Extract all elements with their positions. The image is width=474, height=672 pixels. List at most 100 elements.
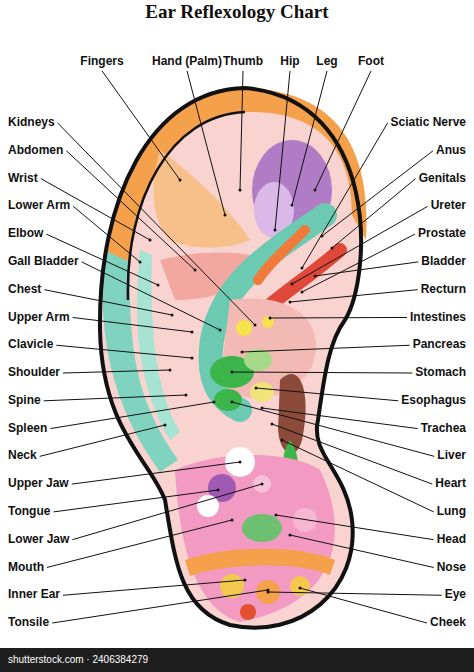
leader-dot — [179, 179, 182, 182]
leader-line — [282, 440, 434, 512]
leader-line — [242, 345, 410, 352]
part-label: Clavicle — [8, 338, 53, 352]
leader-line — [56, 345, 192, 358]
part-label: Anus — [436, 144, 466, 158]
part-label: Wrist — [8, 172, 38, 186]
part-label: Spleen — [8, 422, 47, 436]
part-label: Ureter — [431, 199, 466, 213]
leader-dot — [261, 407, 264, 410]
leader-line — [315, 262, 418, 276]
leader-line — [63, 370, 170, 373]
part-label: Eye — [445, 588, 466, 602]
leader-dot — [269, 317, 272, 320]
leader-line — [44, 395, 186, 401]
part-label: Pancreas — [413, 338, 466, 352]
leader-dot — [291, 204, 294, 207]
chart-title: Ear Reflexology Chart — [0, 1, 474, 23]
part-label: Hand (Palm) — [152, 55, 222, 69]
part-label: Cheek — [430, 616, 466, 630]
leader-dot — [164, 424, 167, 427]
leader-dot — [219, 329, 222, 332]
leader-dot — [275, 514, 278, 517]
leader-dot — [231, 371, 234, 374]
leader-line — [302, 234, 415, 292]
part-label: Upper Jaw — [8, 477, 69, 491]
part-label: Mouth — [8, 561, 44, 575]
leader-line — [292, 71, 327, 205]
part-label: Nose — [437, 561, 466, 575]
leader-line — [73, 317, 192, 332]
leader-dot — [314, 189, 317, 192]
leader-dot — [194, 269, 197, 272]
leader-line — [102, 71, 180, 180]
leader-line — [40, 425, 165, 456]
part-label: Lower Arm — [8, 199, 70, 213]
part-label: Lower Jaw — [8, 533, 69, 547]
leader-line — [53, 490, 218, 512]
leader-dot — [299, 587, 302, 590]
part-label: Hip — [280, 55, 299, 69]
leader-dot — [213, 401, 216, 404]
leader-dot — [291, 283, 294, 286]
leader-dot — [289, 301, 292, 304]
leader-dot — [267, 591, 270, 594]
leader-dot — [241, 351, 244, 354]
part-label: Leg — [316, 55, 337, 69]
part-label: Tongue — [8, 505, 50, 519]
part-label: Neck — [8, 449, 37, 463]
leader-line — [82, 262, 220, 330]
leader-line — [232, 402, 434, 456]
part-label: Kidneys — [8, 116, 55, 130]
watermark: shutterstock.com · 2406384279 — [8, 654, 148, 666]
leader-dot — [301, 267, 304, 270]
leader-dot — [231, 401, 234, 404]
part-label: Elbow — [8, 227, 43, 241]
leader-line — [72, 484, 262, 540]
part-label: Recturn — [421, 283, 466, 297]
leader-dot — [231, 519, 234, 522]
part-label: Inner Ear — [8, 588, 60, 602]
ear — [100, 88, 367, 628]
part-label: Stomach — [415, 366, 466, 380]
leader-dot — [185, 394, 188, 397]
part-label: Abdomen — [8, 144, 63, 158]
leader-dot — [271, 423, 274, 426]
leader-line — [72, 462, 240, 484]
leader-line — [73, 206, 140, 262]
leader-line — [290, 535, 434, 567]
part-label: Genitals — [419, 172, 466, 186]
part-label: Spine — [8, 394, 41, 408]
leader-dot — [239, 189, 242, 192]
part-label: Intestines — [410, 311, 466, 325]
leader-dot — [139, 261, 142, 264]
leader-line — [58, 123, 255, 325]
leader-dot — [157, 284, 160, 287]
part-label: Upper Arm — [8, 311, 70, 325]
leader-dot — [171, 314, 174, 317]
leader-dot — [274, 229, 277, 232]
part-label: Head — [437, 533, 466, 547]
leader-line — [52, 590, 268, 623]
leader-dot — [254, 324, 257, 327]
leader-line — [322, 151, 433, 236]
part-label: Gall Bladder — [8, 255, 79, 269]
part-label: Tonsile — [8, 616, 49, 630]
part-label: Foot — [358, 55, 384, 69]
leader-dot — [301, 291, 304, 294]
leader-dot — [149, 239, 152, 242]
leader-line — [275, 71, 290, 230]
part-label: Shoulder — [8, 366, 60, 380]
footer-bar — [0, 648, 474, 672]
part-label: Lung — [437, 505, 466, 519]
leader-dot — [244, 579, 247, 582]
leader-dot — [191, 331, 194, 334]
leader-line — [268, 592, 442, 595]
leader-dot — [314, 275, 317, 278]
leader-line — [270, 317, 407, 319]
part-label: Esophagus — [401, 394, 466, 408]
leader-line — [50, 402, 214, 429]
leader-dot — [169, 369, 172, 372]
leader-line — [63, 580, 245, 595]
